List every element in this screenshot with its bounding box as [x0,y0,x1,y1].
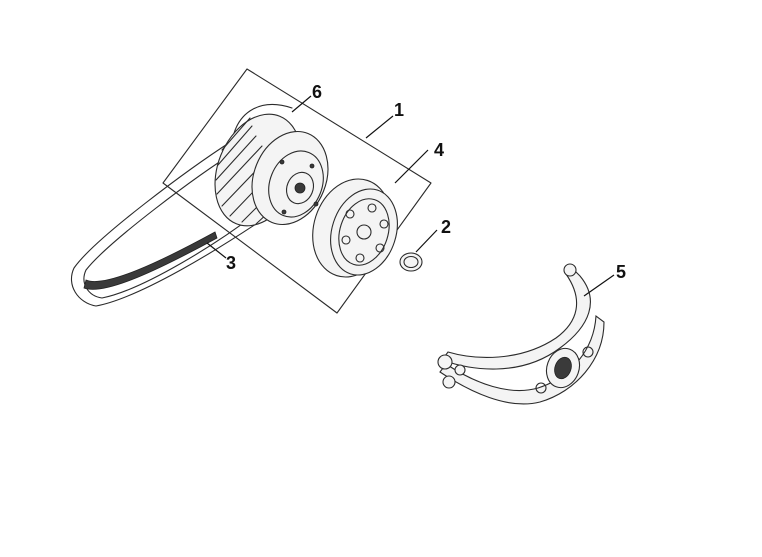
leader-1 [365,115,394,139]
leader-5 [583,274,615,297]
callout-2: 2 [441,217,451,237]
callout-1: 1 [394,100,404,120]
clutch-drum-part-4 [312,178,398,278]
clutch-assembly-part-6 [214,113,329,227]
leader-6 [291,95,312,113]
callout-4: 4 [434,140,444,160]
callout-3: 3 [226,253,236,273]
leader-2 [415,229,438,253]
support-bracket-part-5 [437,263,605,405]
callout-6: 6 [312,82,322,102]
leader-3 [206,242,227,259]
assembly-frame-part-1 [162,68,432,314]
leader-lines [206,95,615,297]
ring-spacer-part-2 [399,252,423,272]
callout-5: 5 [616,262,626,282]
leader-4 [394,149,429,184]
